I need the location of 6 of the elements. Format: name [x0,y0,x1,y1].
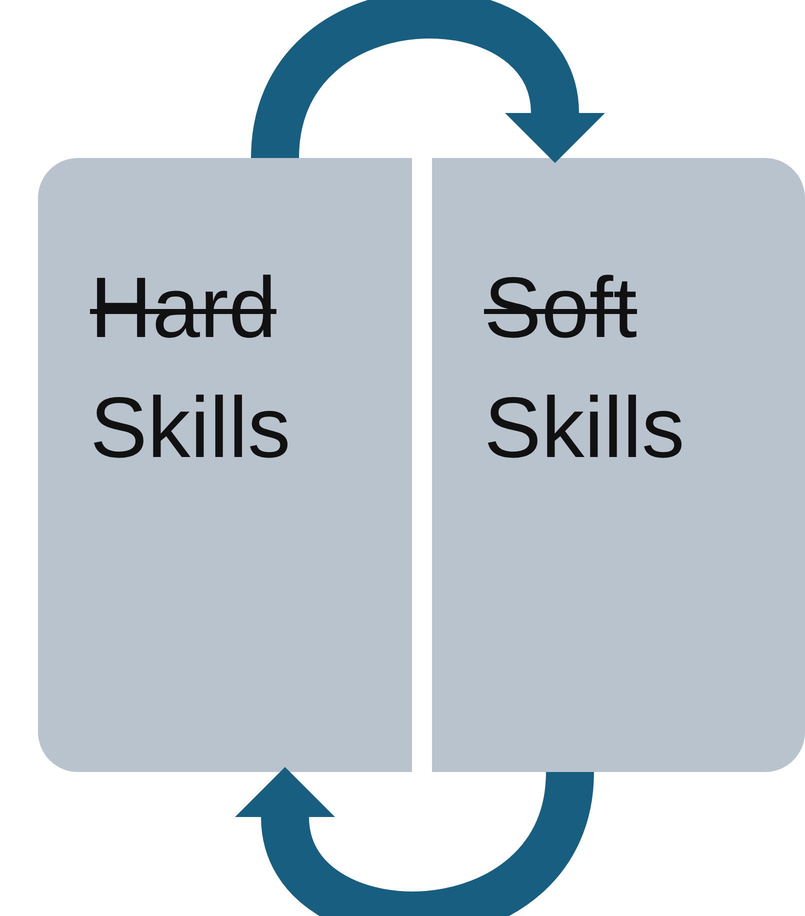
skill-panel [38,158,412,772]
struck-through-word: Hard [90,259,276,358]
struck-through-word: Soft [484,259,637,358]
skill-panel [432,158,805,772]
panel-title: Skills [484,379,685,478]
panel-title: Skills [90,379,291,478]
